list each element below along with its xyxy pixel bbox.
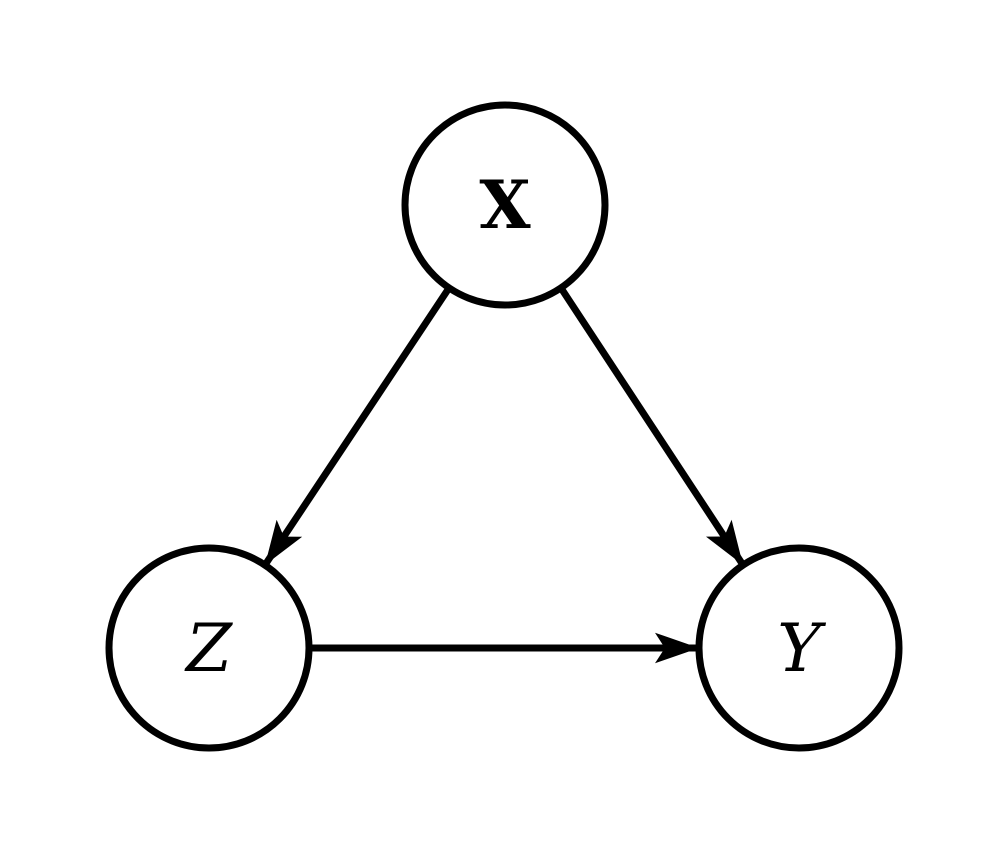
edge-x-to-z bbox=[262, 286, 452, 567]
node-x-circle bbox=[401, 101, 609, 309]
node-z-circle bbox=[105, 544, 313, 752]
node-x: X bbox=[401, 101, 609, 309]
node-y-label: Y bbox=[777, 610, 826, 687]
node-y-circle bbox=[695, 544, 903, 752]
node-x-label: X bbox=[479, 166, 531, 244]
node-y: Y bbox=[695, 544, 903, 752]
node-z-label: Z bbox=[184, 610, 233, 687]
edge-x-to-y bbox=[558, 286, 746, 567]
node-z: Z bbox=[105, 544, 313, 752]
